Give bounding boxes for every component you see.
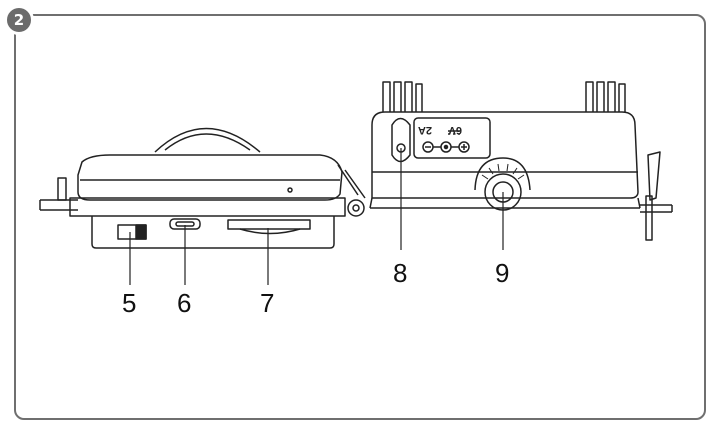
current-label: 2A [418, 124, 432, 136]
camera-rear-view [369, 81, 673, 241]
callout-6-usb-port: 6 [177, 288, 192, 318]
voltage-label: 6V [448, 124, 462, 136]
callout-7-sd-slot: 7 [260, 288, 275, 318]
callout-8-lock-hole: 8 [393, 258, 408, 288]
camera-bottom-view [39, 127, 366, 249]
step-number-badge: 2 [4, 5, 34, 35]
callout-9-tripod-socket: 9 [495, 258, 510, 288]
callout-5-switch: 5 [122, 288, 137, 318]
diagram-frame [14, 14, 706, 420]
callout-leader-lines [129, 148, 504, 285]
